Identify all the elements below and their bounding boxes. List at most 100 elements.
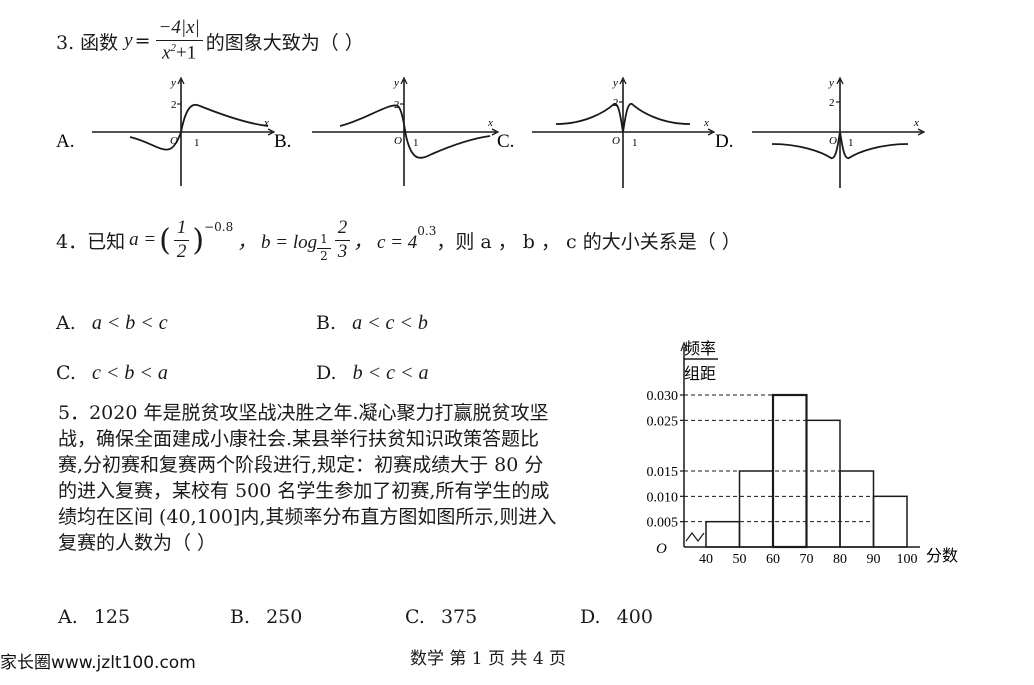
hist-axis-break (685, 532, 705, 542)
graph-b-x-tick: 1 (413, 137, 419, 149)
graph-b-origin: O (394, 135, 402, 147)
graph-a-x-tick: 1 (194, 137, 200, 149)
q4-b-part: ， b = log (237, 231, 318, 253)
q3-stem: 3. 函数 y = −4|x| x2+1 的图象大致为（ ） (56, 17, 364, 64)
q5-line: 的进入复赛，某校有 500 名学生参加了初赛,所有学生的成 (58, 480, 550, 502)
graph-d-y-tick: 2 (829, 97, 835, 109)
graph-c-origin: O (612, 135, 620, 147)
graph-b-y-tick: 2 (394, 99, 400, 111)
hist-y-tick-label: 0.030 (647, 389, 679, 404)
hist-ylabel-top: 频率 (684, 340, 716, 358)
q4-option-c-text: c < b < a (91, 362, 168, 384)
hist-ylabel-bottom: 组距 (684, 365, 716, 383)
q4-option-c-label: C. (56, 362, 76, 384)
q4-a-num: 1 (173, 217, 190, 241)
q4-a-paren-open: ( (159, 222, 171, 258)
q5-option-d: D. 400 (580, 606, 653, 628)
q5-line: 战，确保全面建成小康社会.某县举行扶贫知识政策答题比 (58, 428, 540, 450)
q4-prefix: 4．已知 (56, 230, 126, 253)
hist-bar (738, 470, 774, 548)
graph-a-origin: O (170, 135, 178, 147)
q5-option-c: C. 375 (405, 606, 477, 628)
hist-y-arrow (680, 341, 688, 352)
graph-d-origin: O (829, 135, 837, 147)
hist-bar (705, 520, 741, 548)
graph-c (532, 76, 716, 188)
q3-prefix: 3. 函数 (56, 31, 119, 54)
q4-c-exp: 0.3 (417, 224, 437, 238)
graph-d-x-tick: 1 (848, 137, 854, 149)
hist-y-tick-label: 0.005 (647, 516, 679, 531)
q4-a-den: 2 (176, 240, 187, 262)
q3-option-a-label: A. (56, 131, 74, 152)
q4-option-a-label: A. (56, 312, 76, 334)
page-indicator: 数学 第 1 页 共 4 页 (410, 649, 567, 669)
hist-y-tick-label: 0.015 (647, 465, 679, 480)
q5-option-a: A. 125 (58, 606, 130, 628)
q5-option-c-label: C. (405, 606, 425, 628)
graph-b-y-axis-label: y (393, 77, 399, 89)
graph-c-y-axis-label: y (612, 77, 618, 89)
graph-b (312, 76, 500, 186)
q4-a-paren-close: ) (192, 222, 205, 258)
graph-d-y-axis-label: y (828, 77, 834, 89)
q5-option-c-text: 375 (440, 606, 478, 628)
q4-b-arg-num: 2 (334, 217, 351, 241)
q4-option-a: A. a < b < c (56, 312, 168, 335)
hist-x-tick-label: 50 (733, 552, 747, 567)
q5-line: 绩均在区间 (40,100]内,其频率分布直方图如图所示,则进入 (58, 506, 557, 528)
q3-func-y: y (124, 30, 133, 52)
q4-b-base: 1 2 (317, 233, 331, 262)
q5-option-a-text: 125 (93, 606, 131, 628)
q4-b-base-num: 1 (317, 233, 331, 249)
q4-option-a-text: a < b < c (91, 312, 168, 334)
q4-stem: 4．已知 a = ( 1 2 ) −0.8 ， b = log 1 2 2 3 … (56, 217, 741, 263)
q3-option-b-label: B. (274, 131, 291, 152)
q3-option-c-label: C. (497, 131, 514, 152)
q5-option-d-text: 400 (616, 606, 653, 628)
q3-graphs: A. B. C. D. 2 1 O x y 2 1 O x y 2 1 O x … (56, 76, 926, 188)
q5-line: 5．2020 年是脱贫攻坚战决胜之年.凝心聚力打赢脱贫攻坚 (58, 402, 549, 424)
q3-fraction: −4|x| x2+1 (155, 17, 203, 64)
graph-a (92, 76, 276, 186)
hist-x-tick-label: 40 (699, 552, 713, 567)
hist-y-tick-label: 0.025 (647, 414, 679, 429)
q4-b-arg-den: 3 (337, 240, 348, 262)
graph-d (752, 76, 926, 188)
hist-bar (805, 419, 841, 548)
graph-c-y-tick: 2 (613, 97, 619, 109)
q5-stem: 5．2020 年是脱贫攻坚战决胜之年.凝心聚力打赢脱贫攻坚 战，确保全面建成小康… (58, 400, 556, 556)
q4-option-d-text: b < c < a (352, 362, 429, 384)
graph-a-y-tick: 2 (171, 99, 177, 111)
q5-line: 复赛的人数为（ ） (58, 532, 217, 554)
graph-d-x-axis-label: x (913, 117, 919, 129)
q5-option-d-label: D. (580, 606, 601, 628)
q4-option-c: C. c < b < a (56, 362, 168, 385)
hist-origin: O (656, 541, 667, 557)
hist-x-tick-label: 90 (867, 552, 881, 567)
site-watermark: 家长圈www.jzlt100.com (0, 653, 196, 673)
hist-bar (839, 470, 875, 548)
hist-bar (872, 495, 908, 548)
hist-x-tick-label: 60 (766, 552, 780, 567)
q3-func-eq: = (134, 30, 151, 53)
hist-y-tick-label: 0.010 (647, 490, 679, 505)
graph-b-x-axis-label: x (487, 117, 493, 129)
q3-numerator: −4|x| (155, 17, 203, 41)
q4-option-b: B. a < c < b (316, 312, 428, 335)
q3-suffix: 的图象大致为（ ） (205, 31, 364, 54)
q3-den-x: x (162, 42, 171, 64)
q3-option-d-label: D. (715, 131, 733, 152)
q3-den-exp: 2 (170, 41, 176, 54)
q4-b-base-den: 2 (320, 248, 328, 263)
hist-x-tick-label: 70 (800, 552, 814, 567)
q4-option-b-label: B. (316, 312, 337, 334)
hist-x-tick-label: 80 (833, 552, 847, 567)
q4-option-d-label: D. (316, 362, 337, 384)
q4-option-b-text: a < c < b (352, 312, 428, 334)
graph-c-x-tick: 1 (632, 137, 638, 149)
q5-option-b-text: 250 (266, 606, 303, 628)
q5-option-b: B. 250 (230, 606, 302, 628)
graph-c-x-axis-label: x (703, 117, 709, 129)
